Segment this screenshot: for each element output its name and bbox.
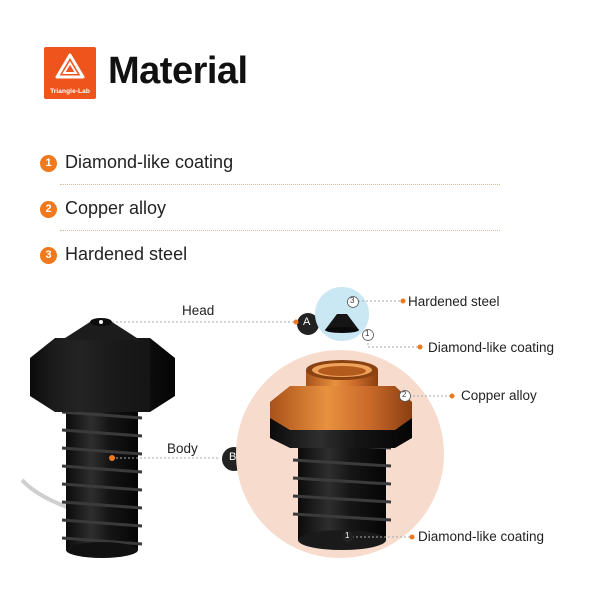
divider [60, 184, 500, 185]
marker-b-label: B [229, 451, 237, 463]
marker-a [297, 313, 319, 335]
page-title: Material [108, 50, 248, 92]
right-nozzle-cutaway [270, 360, 412, 550]
copper-alloy-callout: Copper alloy [461, 388, 537, 403]
material-item-hardened-steel: 3 Hardened steel [40, 244, 500, 268]
head-label: Head [182, 303, 215, 318]
material-item-diamond-coating: 1 Diamond-like coating [40, 152, 500, 176]
material-number-badge: 3 [40, 247, 57, 264]
marker-coating-number: 1 [365, 329, 370, 338]
left-nozzle [20, 318, 175, 558]
marker-steel-number: 3 [350, 296, 355, 305]
marker-copper-number: 2 [402, 390, 407, 399]
material-label: Copper alloy [65, 198, 167, 218]
material-number-badge: 1 [40, 155, 57, 172]
divider [60, 230, 500, 231]
hardened-steel-callout: Hardened steel [408, 294, 500, 309]
material-label: Diamond-like coating [65, 152, 234, 172]
material-label: Hardened steel [65, 244, 188, 264]
diamond-coating-callout-bottom: Diamond-like coating [418, 529, 545, 544]
diamond-coating-callout-top: Diamond-like coating [428, 340, 555, 355]
marker-a-label: A [303, 316, 311, 328]
material-number-badge: 2 [40, 201, 57, 218]
triangle-lab-logo: Triangle-Lab [44, 47, 96, 99]
body-label: Body [167, 441, 198, 456]
material-item-copper-alloy: 2 Copper alloy [40, 198, 500, 222]
triangle-logo-icon [55, 53, 85, 79]
marker-coating-bottom-number: 1 [345, 531, 350, 540]
logo-brand-text: Triangle-Lab [50, 88, 90, 95]
